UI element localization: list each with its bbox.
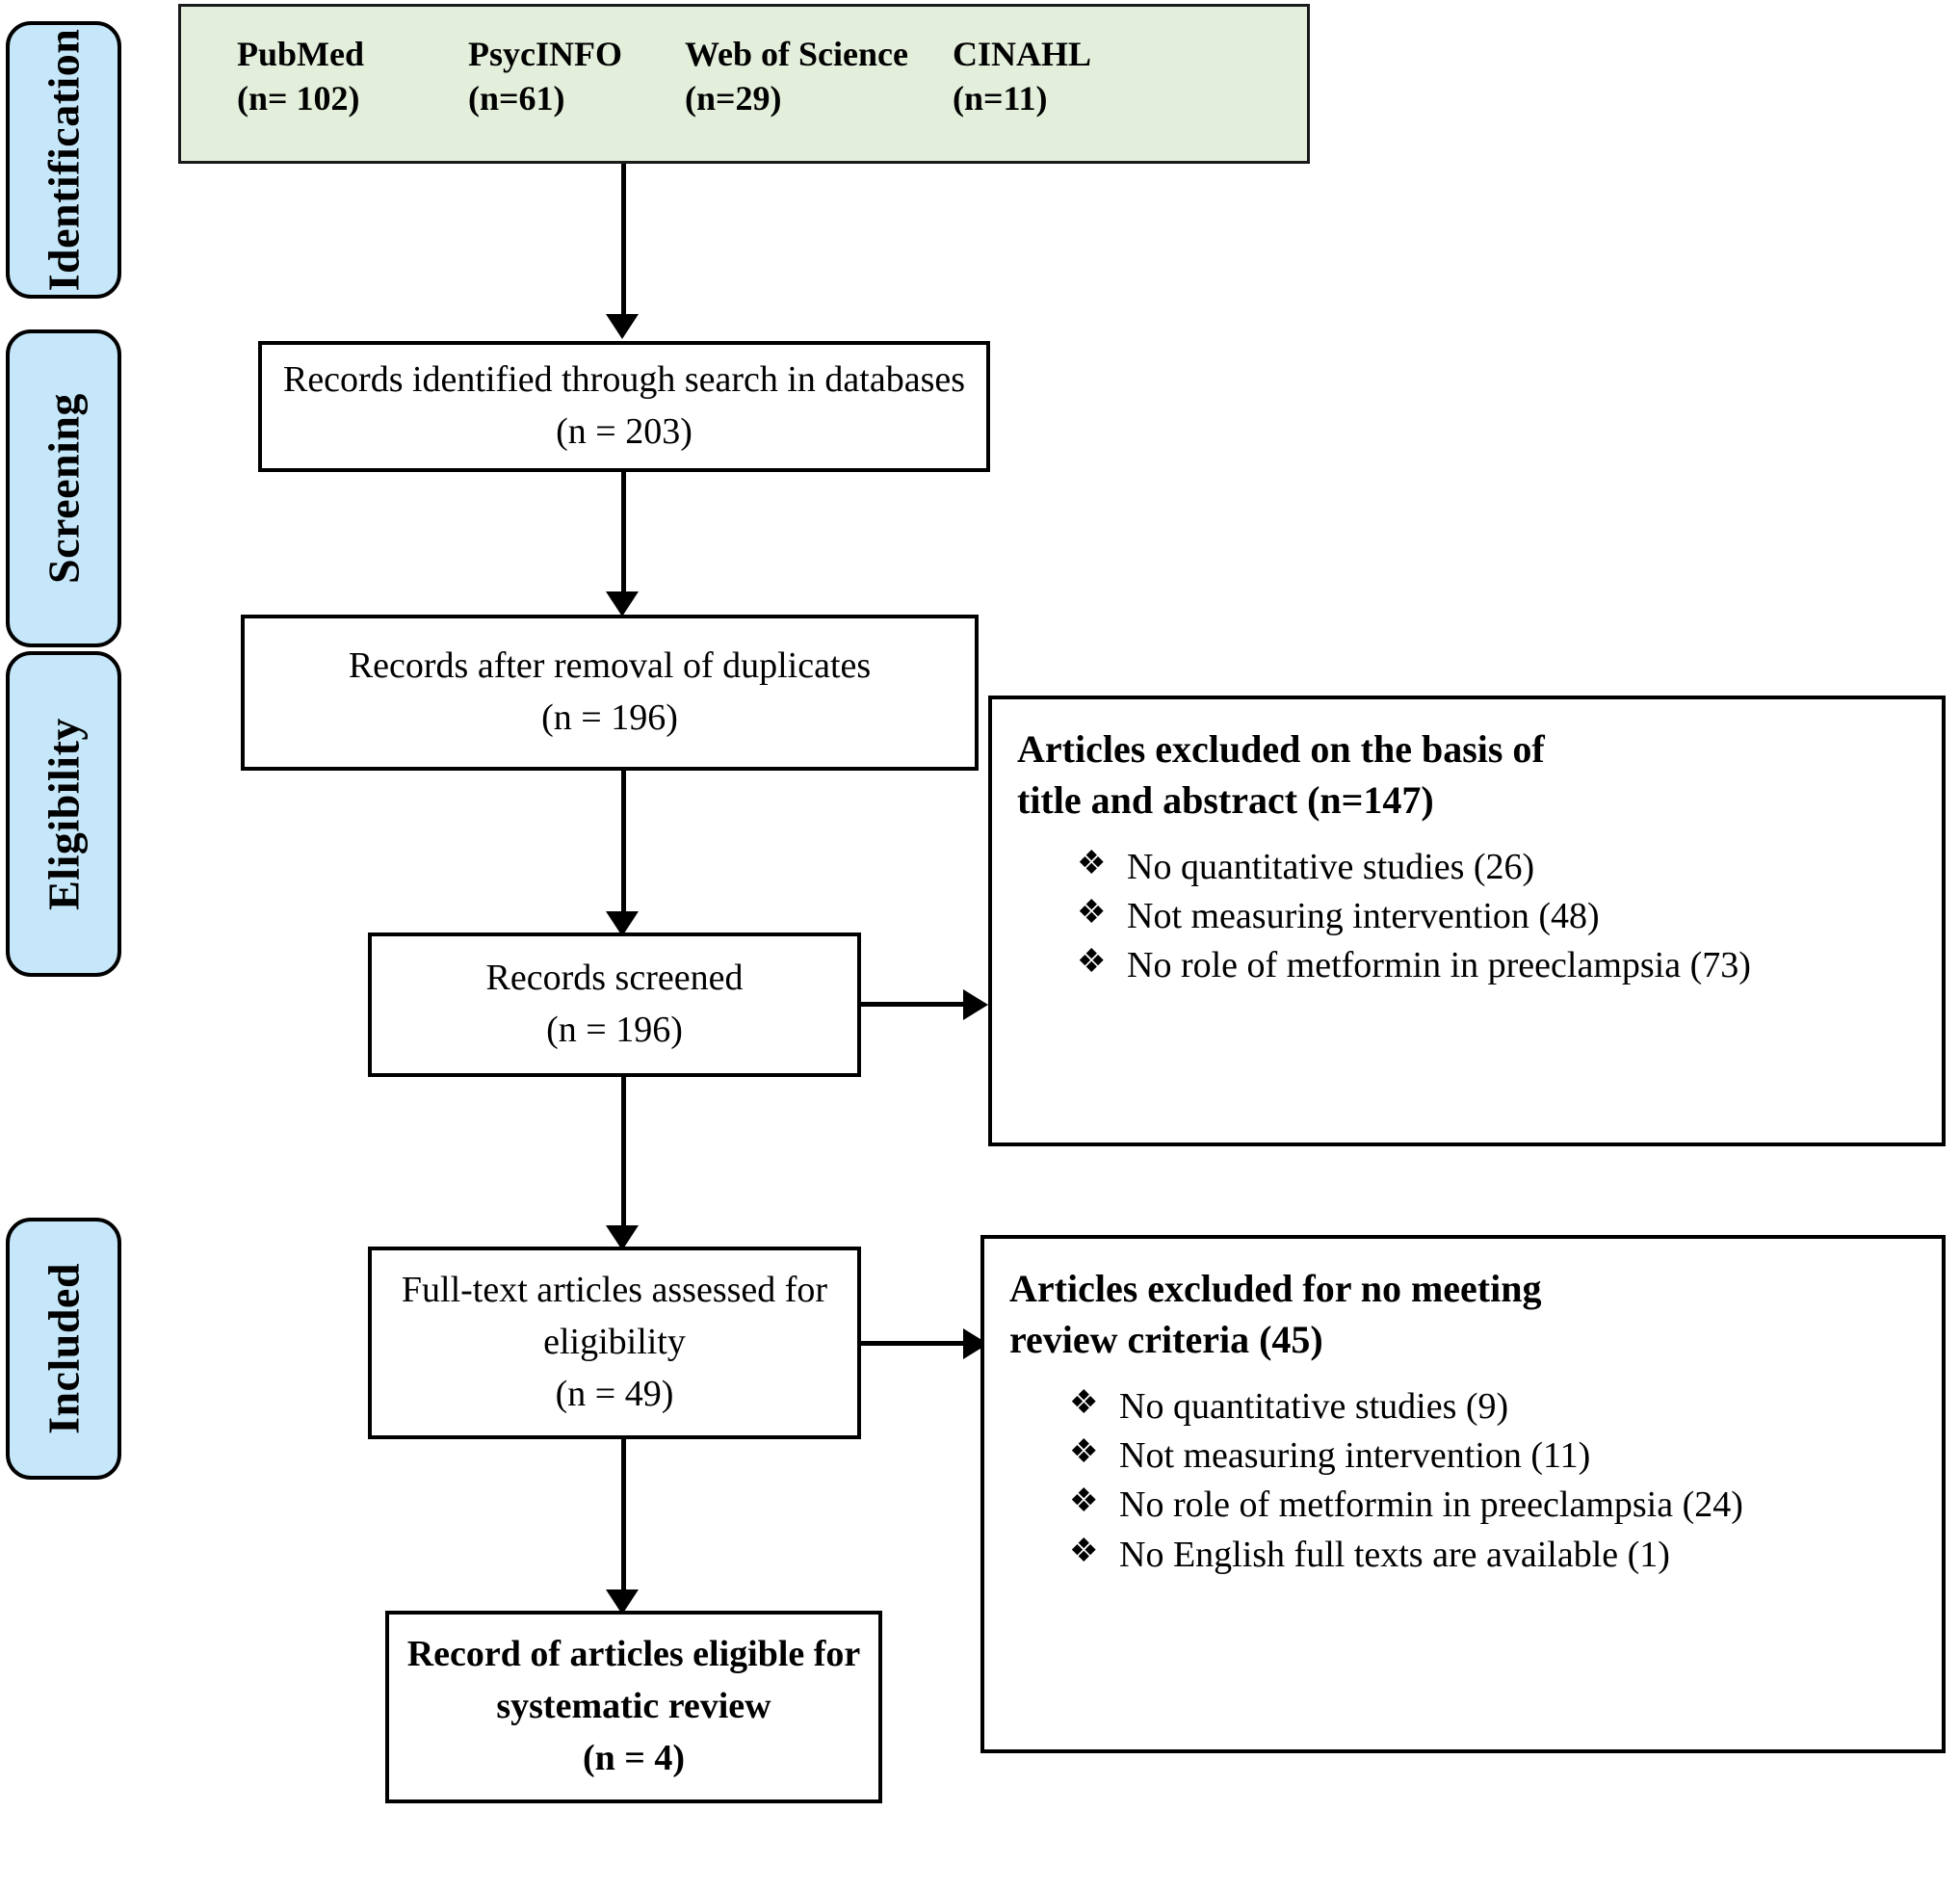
source-count: (n=61) [468,79,565,118]
box-records-screened-line1: Records screened [485,958,744,999]
excl2-list-item: ❖ No English full texts are available (1… [1069,1532,1921,1579]
excl2-item-text: No quantitative studies (9) [1119,1385,1509,1427]
source-name: CINAHL [953,35,1092,73]
box-records-after-duplicates: Records after removal of duplicates (n =… [241,615,979,771]
excl1-list-item: ❖ Not measuring intervention (48) [1077,893,1921,940]
diamond-bullet-icon: ❖ [1077,845,1107,881]
box-record-eligible-line1: Record of articles eligible for [406,1634,861,1675]
connector-dedup-to-screened [621,771,626,913]
arrow-identified-to-dedup [606,591,639,617]
box-fulltext-assessed: Full-text articles assessed for eligibil… [368,1247,861,1439]
diamond-bullet-icon: ❖ [1069,1484,1099,1520]
connector-identified-to-dedup [621,472,626,593]
diamond-bullet-icon: ❖ [1069,1384,1099,1421]
excl1-item-text: No quantitative studies (26) [1127,846,1535,887]
stage-label-screening: Screening [39,393,89,584]
excl2-list-item: ❖ Not measuring intervention (11) [1069,1432,1921,1480]
arrow-fulltext-to-included [606,1589,639,1615]
stage-box-screening: Screening [6,329,121,647]
box-records-identified-line1: Records identified through search in dat… [282,359,966,401]
box-records-after-duplicates-line1: Records after removal of duplicates [348,645,872,687]
excl2-list: ❖ No quantitative studies (9) ❖ Not meas… [1009,1383,1921,1580]
excl1-list-item: ❖ No quantitative studies (26) [1077,844,1921,891]
source-count: (n= 102) [237,79,360,118]
excl2-title-line1: Articles excluded for no meeting [1009,1267,1542,1310]
box-excluded-review-criteria: Articles excluded for no meeting review … [980,1235,1946,1753]
source-pubmed: PubMed (n= 102) [237,32,468,120]
stage-box-eligibility: Eligibility [6,651,121,977]
source-web-of-science: Web of Science (n=29) [685,32,953,120]
source-count: (n=29) [685,79,782,118]
box-record-eligible-line2: systematic review [496,1686,771,1727]
box-fulltext-assessed-line1: Full-text articles assessed for [401,1270,828,1311]
stage-box-identification: Identification [6,21,121,299]
stage-label-eligibility: Eligibility [39,718,89,910]
connector-screened-to-exclusion1 [861,1002,965,1007]
connector-sources-to-identified [621,164,626,316]
box-excluded-title-abstract: Articles excluded on the basis of title … [988,696,1946,1146]
source-psycinfo: PsycINFO (n=61) [468,32,685,120]
excl1-title-line2: title and abstract (n=147) [1017,777,1434,822]
databases-sources-box: PubMed (n= 102) PsycINFO (n=61) Web of S… [178,4,1310,164]
excl2-list-item: ❖ No quantitative studies (9) [1069,1383,1921,1431]
box-records-identified: Records identified through search in dat… [258,341,990,472]
excl2-item-text: No role of metformin in preeclampsia (24… [1119,1484,1743,1526]
box-record-eligible-line3: (n = 4) [582,1737,686,1778]
box-records-screened-line2: (n = 196) [546,1010,683,1050]
diamond-bullet-icon: ❖ [1069,1433,1099,1470]
box-records-after-duplicates-line2: (n = 196) [541,697,678,738]
diamond-bullet-icon: ❖ [1069,1533,1099,1569]
connector-screened-to-fulltext [621,1077,626,1227]
excl1-list: ❖ No quantitative studies (26) ❖ Not mea… [1017,844,1921,990]
source-cinahl: CINAHL (n=11) [953,32,1145,120]
source-count: (n=11) [953,79,1048,118]
excl2-item-text: Not measuring intervention (11) [1119,1434,1591,1476]
diamond-bullet-icon: ❖ [1077,944,1107,981]
box-records-screened: Records screened (n = 196) [368,932,861,1077]
box-fulltext-assessed-line3: (n = 49) [555,1373,674,1414]
diamond-bullet-icon: ❖ [1077,894,1107,931]
databases-row: PubMed (n= 102) PsycINFO (n=61) Web of S… [181,32,1307,120]
excl1-item-text: No role of metformin in preeclampsia (73… [1127,945,1751,986]
excl2-list-item: ❖ No role of metformin in preeclampsia (… [1069,1482,1921,1529]
excl2-title-line2: review criteria (45) [1009,1317,1323,1361]
connector-fulltext-to-exclusion2 [861,1341,965,1346]
source-name: Web of Science [685,35,908,73]
excl2-item-text: No English full texts are available (1) [1119,1534,1670,1575]
box-records-identified-line2: (n = 203) [556,411,693,452]
source-name: PsycINFO [468,35,622,73]
arrow-screened-to-fulltext [606,1225,639,1250]
source-name: PubMed [237,35,365,73]
connector-fulltext-to-included [621,1439,626,1591]
stage-label-identification: Identification [39,28,89,292]
box-fulltext-assessed-line2: eligibility [543,1322,686,1363]
stage-box-included: Included [6,1218,121,1480]
excl1-list-item: ❖ No role of metformin in preeclampsia (… [1077,942,1921,989]
stage-label-included: Included [39,1263,89,1434]
excl1-item-text: Not measuring intervention (48) [1127,895,1600,936]
arrow-sources-to-identified [606,314,639,339]
excl1-title-line1: Articles excluded on the basis of [1017,727,1545,771]
arrow-dedup-to-screened [606,911,639,936]
arrow-screened-to-exclusion1 [963,989,988,1020]
box-record-eligible: Record of articles eligible for systemat… [385,1611,882,1803]
